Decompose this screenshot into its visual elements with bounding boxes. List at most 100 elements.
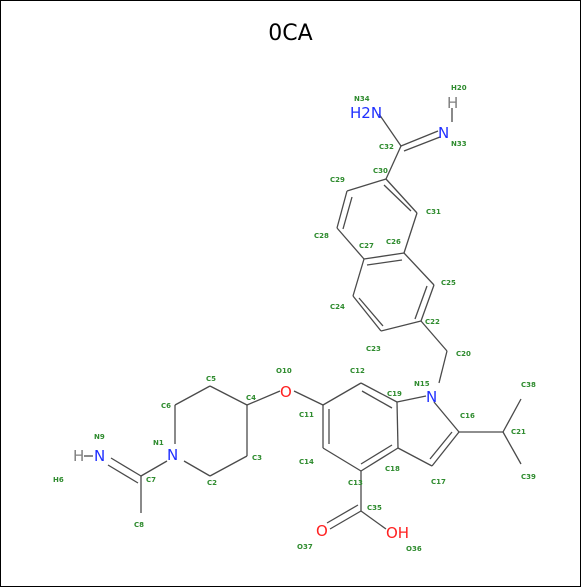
label-c12: C12 bbox=[350, 367, 365, 375]
bond-c16-c17-double bbox=[429, 431, 453, 460]
label-c20: C20 bbox=[456, 350, 471, 358]
bond-c35-o36 bbox=[360, 510, 387, 530]
oxygen-o10: O bbox=[280, 383, 292, 401]
label-c30: C30 bbox=[373, 167, 388, 175]
bond-c24-c23-double bbox=[358, 297, 384, 327]
bond-c22-c25 bbox=[420, 284, 435, 322]
label-n34: N34 bbox=[354, 95, 370, 103]
label-h20: H20 bbox=[451, 84, 467, 92]
bond-c31-c30-double bbox=[383, 184, 412, 212]
bonds bbox=[84, 108, 522, 530]
bond-c22-c25-double bbox=[414, 285, 428, 320]
bond-c21-c39 bbox=[502, 431, 522, 465]
bond-c22-c20 bbox=[420, 320, 448, 352]
atom-labels: N34 H20 N33 C32 C30 C29 C31 C28 C27 C26 … bbox=[53, 84, 536, 553]
bond-c27-c24 bbox=[352, 258, 365, 297]
bond-c27-c26-double bbox=[366, 259, 403, 266]
bond-c29-c28 bbox=[336, 190, 348, 229]
label-c7: C7 bbox=[146, 476, 156, 484]
bond-c30-c29 bbox=[346, 178, 387, 192]
hydrogen-h6: H bbox=[73, 447, 84, 465]
bond-c2-c3 bbox=[209, 455, 248, 477]
label-c31: C31 bbox=[426, 208, 441, 216]
label-n33: N33 bbox=[451, 140, 467, 148]
bond-c13-c18-double bbox=[360, 444, 393, 465]
label-c28: C28 bbox=[314, 232, 329, 240]
bond-c11-o10 bbox=[293, 390, 324, 406]
label-c27: C27 bbox=[359, 242, 374, 250]
bond-c16-c17 bbox=[431, 431, 460, 467]
label-c39: C39 bbox=[521, 473, 536, 481]
bond-c29-c28-double bbox=[342, 196, 353, 230]
bond-n1-c7 bbox=[140, 460, 168, 477]
nitrogen-n9: N bbox=[94, 447, 105, 465]
bond-c7-n9 bbox=[110, 457, 142, 477]
bond-c20-n15 bbox=[438, 350, 448, 384]
label-n9: N9 bbox=[94, 433, 105, 441]
label-c8: C8 bbox=[134, 521, 144, 529]
label-c13: C13 bbox=[348, 479, 363, 487]
label-c22: C22 bbox=[425, 318, 440, 326]
bond-c23-c22 bbox=[380, 320, 422, 332]
bond-c26-c31 bbox=[403, 212, 418, 254]
label-c18: C18 bbox=[385, 465, 400, 473]
nitrogen-n33: N bbox=[438, 124, 449, 142]
bond-c7-n9-double bbox=[107, 464, 139, 484]
label-c6: C6 bbox=[161, 402, 171, 410]
bond-c32-c30 bbox=[385, 145, 402, 180]
bond-c17-c18 bbox=[397, 447, 433, 467]
bond-c5-c6 bbox=[174, 385, 211, 406]
bond-c35-o37-double bbox=[326, 504, 359, 524]
bond-c28-c27 bbox=[336, 227, 365, 260]
bond-c25-c26 bbox=[403, 252, 435, 286]
bond-c14-c13 bbox=[322, 447, 362, 472]
label-c32: C32 bbox=[379, 143, 394, 151]
element-symbols: H2N N H N O N N H O OH bbox=[73, 94, 458, 542]
bond-c32-n33 bbox=[400, 130, 439, 147]
molecule-title: 0CA bbox=[268, 21, 313, 46]
bond-c12-c11 bbox=[322, 382, 362, 406]
hydrogen-h20: H bbox=[447, 94, 458, 112]
label-c5: C5 bbox=[206, 375, 216, 383]
label-n1: N1 bbox=[153, 439, 164, 447]
label-c24: C24 bbox=[330, 303, 345, 311]
bond-c21-c38 bbox=[502, 398, 522, 433]
nitrogen-n1: N bbox=[167, 446, 178, 464]
bond-c32-n33-double bbox=[403, 136, 441, 152]
label-c38: C38 bbox=[521, 381, 536, 389]
label-c35: C35 bbox=[367, 504, 382, 512]
label-c26: C26 bbox=[386, 238, 401, 246]
bond-c19-n15 bbox=[396, 395, 427, 403]
oxygen-o37: O bbox=[316, 522, 328, 540]
label-c14: C14 bbox=[299, 458, 314, 466]
label-o36: O36 bbox=[406, 545, 422, 553]
bond-c18-c19 bbox=[396, 401, 399, 449]
label-c21: C21 bbox=[511, 428, 526, 436]
bond-c31-c30 bbox=[385, 178, 418, 214]
amine-h2n-top: H2N bbox=[350, 104, 382, 122]
hydroxyl-o36: OH bbox=[386, 524, 409, 542]
bond-n1-c2 bbox=[183, 460, 211, 477]
label-c4: C4 bbox=[246, 394, 256, 402]
label-c11: C11 bbox=[299, 411, 314, 419]
label-h6: H6 bbox=[53, 476, 64, 484]
label-c29: C29 bbox=[330, 176, 345, 184]
label-c23: C23 bbox=[366, 345, 381, 353]
label-c3: C3 bbox=[252, 454, 262, 462]
bond-c19-c12 bbox=[360, 382, 398, 403]
label-c16: C16 bbox=[460, 412, 475, 420]
bond-c32-n34 bbox=[378, 113, 402, 147]
label-o10: O10 bbox=[276, 367, 292, 375]
nitrogen-n15: N bbox=[426, 388, 437, 406]
bond-c13-c18 bbox=[360, 447, 399, 472]
label-c17: C17 bbox=[431, 478, 446, 486]
label-o37: O37 bbox=[297, 543, 313, 551]
bond-c27-c26 bbox=[363, 252, 405, 260]
bond-c35-o37 bbox=[329, 510, 362, 530]
bond-c19-c12-double bbox=[361, 390, 393, 409]
label-c25: C25 bbox=[441, 279, 456, 287]
label-c2: C2 bbox=[207, 479, 217, 487]
label-c19: C19 bbox=[387, 390, 402, 398]
